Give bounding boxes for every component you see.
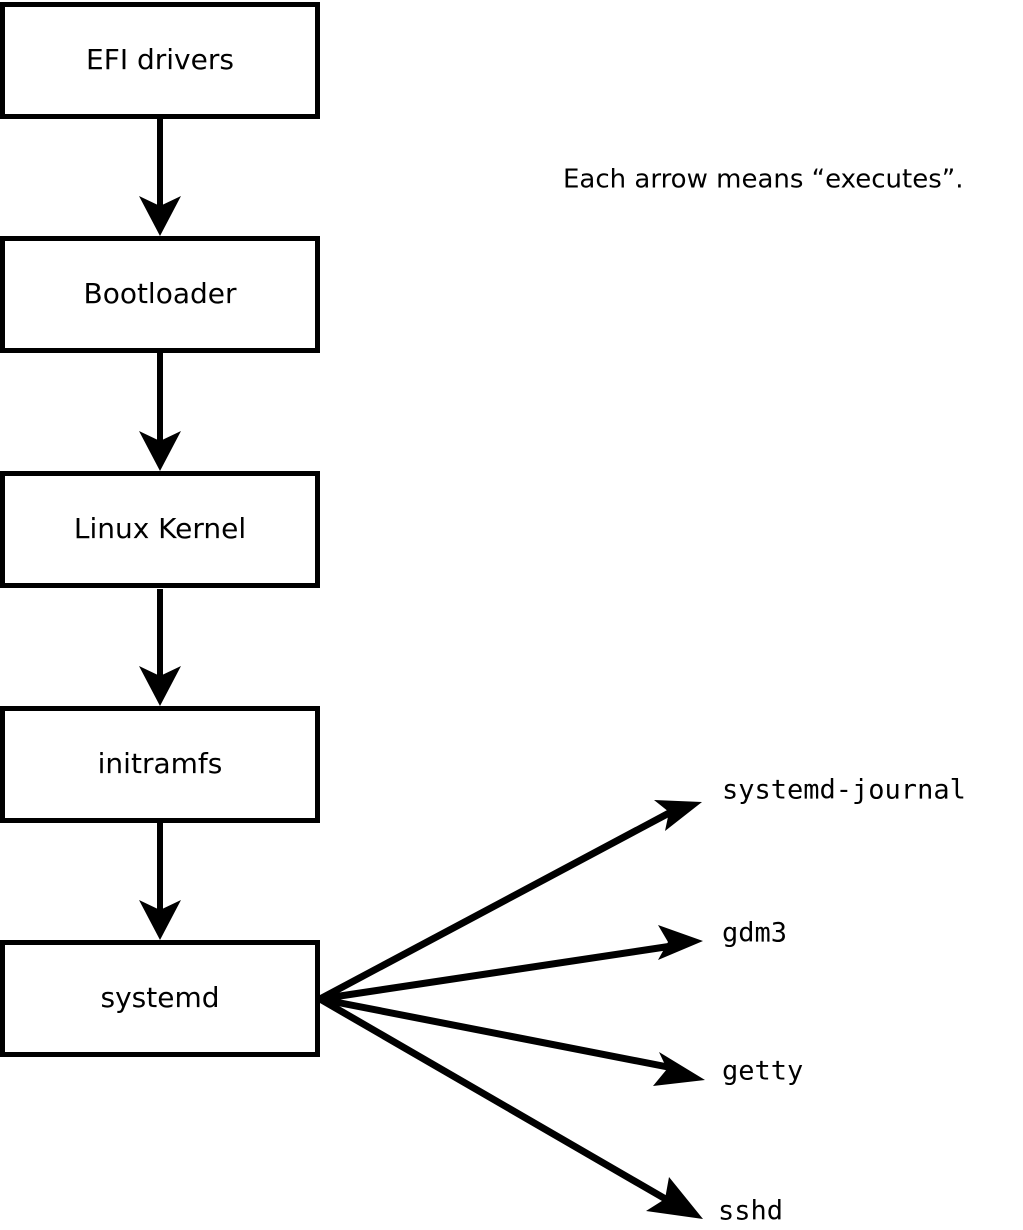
edge-bootloader-to-kernel — [139, 353, 181, 471]
node-linux-kernel[interactable]: Linux Kernel — [0, 471, 320, 588]
edge-efi-to-bootloader — [139, 118, 181, 236]
edge-initramfs-to-systemd — [139, 823, 181, 940]
node-label-bootloader: Bootloader — [83, 277, 237, 310]
fanout-edges-group — [318, 800, 705, 1219]
edge-systemd-to-getty — [319, 995, 705, 1086]
node-initramfs[interactable]: initramfs — [0, 706, 320, 823]
node-label-linux-kernel: Linux Kernel — [74, 512, 246, 545]
edge-kernel-to-initramfs — [139, 589, 181, 706]
node-bootloader[interactable]: Bootloader — [0, 236, 320, 353]
node-label-efi-drivers: EFI drivers — [86, 43, 234, 76]
edge-systemd-to-systemd-journal — [318, 800, 702, 1003]
edge-systemd-to-gdm3 — [319, 925, 703, 1003]
node-label-initramfs: initramfs — [98, 747, 223, 780]
leaf-label-getty: getty — [722, 1056, 803, 1087]
chain-edges-group — [139, 118, 181, 940]
leaf-labels-group: systemd-journal gdm3 getty sshd — [718, 775, 966, 1227]
leaf-label-systemd-journal: systemd-journal — [722, 775, 966, 806]
chain-nodes-group: EFI drivers Bootloader Linux Kernel init… — [0, 2, 320, 1057]
node-label-systemd: systemd — [101, 981, 220, 1014]
leaf-label-gdm3: gdm3 — [722, 918, 787, 949]
leaf-label-sshd: sshd — [718, 1196, 783, 1227]
edge-systemd-to-sshd — [318, 995, 703, 1219]
node-efi-drivers[interactable]: EFI drivers — [0, 2, 320, 119]
legend-note: Each arrow means “executes”. — [563, 165, 964, 195]
node-systemd[interactable]: systemd — [0, 940, 320, 1057]
